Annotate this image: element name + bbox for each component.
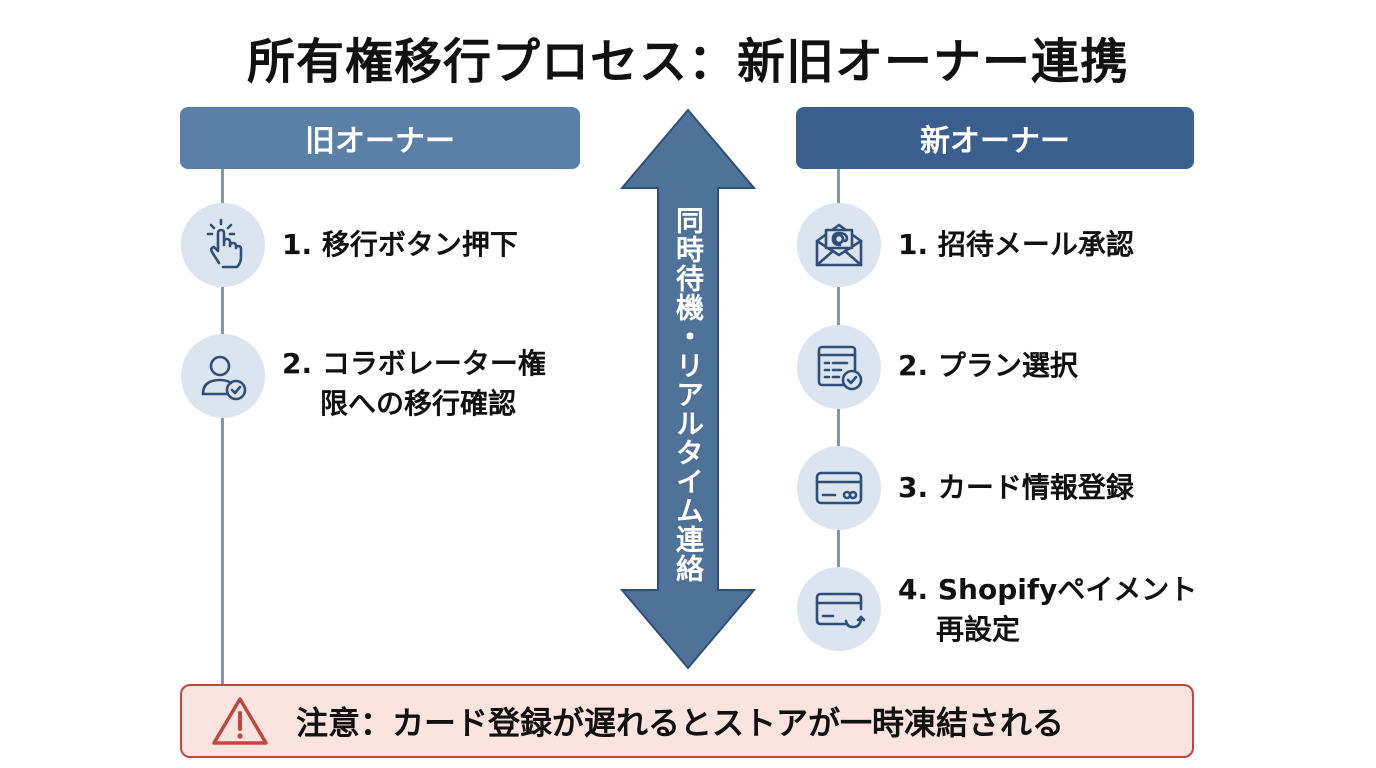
page-title: 所有権移行プロセス：新旧オーナー連携	[246, 34, 1129, 90]
credit-card-icon	[797, 446, 881, 530]
new-step-4-line1: 4. Shopifyペイメント	[898, 573, 1198, 606]
new-step-1: 1. 招待メール承認	[898, 225, 1134, 265]
new-step-2-label: 2. プラン選択	[898, 349, 1078, 382]
old-owner-header: 旧オーナー	[180, 107, 580, 169]
warning-text: 注意：カード登録が遅れるとストアが一時凍結される	[296, 704, 1065, 742]
plan-list-check-icon	[797, 325, 881, 409]
old-step-1: 1. 移行ボタン押下	[282, 225, 518, 265]
old-step-2: 2. コラボレーター権 限への移行確認	[282, 344, 546, 424]
user-check-icon	[181, 334, 265, 418]
new-step-2: 2. プラン選択	[898, 346, 1078, 386]
old-step-2-line1: 2. コラボレーター権	[282, 347, 546, 380]
old-owner-header-label: 旧オーナー	[305, 124, 455, 159]
new-step-3: 3. カード情報登録	[898, 468, 1134, 508]
sync-arrow-label: 同時待機・リアルタイム連絡	[672, 206, 705, 583]
warning-banner: 注意：カード登録が遅れるとストアが一時凍結される	[180, 684, 1194, 758]
old-owner-timeline	[221, 169, 224, 689]
tap-hand-icon	[181, 203, 265, 287]
double-arrow-icon	[619, 108, 757, 670]
old-step-2-line2: 限への移行確認	[320, 387, 517, 420]
new-owner-header: 新オーナー	[796, 107, 1194, 169]
new-step-1-label: 1. 招待メール承認	[898, 228, 1134, 261]
old-step-1-label: 1. 移行ボタン押下	[282, 228, 518, 261]
warning-triangle-icon	[212, 697, 268, 745]
email-invite-icon	[797, 203, 881, 287]
new-owner-header-label: 新オーナー	[920, 124, 1070, 159]
sync-double-arrow	[618, 108, 758, 670]
new-step-4-line2: 再設定	[936, 613, 1021, 646]
new-step-3-label: 3. カード情報登録	[898, 471, 1134, 504]
card-refresh-icon	[797, 567, 881, 651]
new-step-4: 4. Shopifyペイメント 再設定	[898, 570, 1197, 650]
